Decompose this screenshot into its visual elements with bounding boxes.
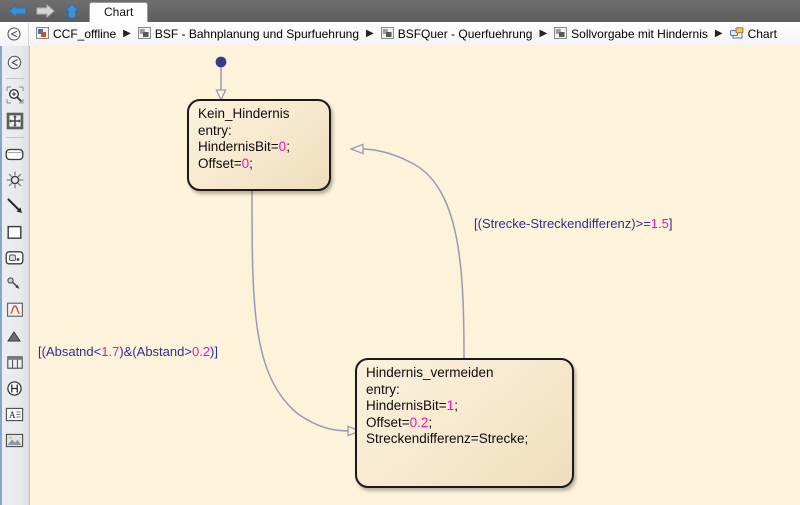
state-body-text: Kein_Hindernis entry: HindernisBit=0; Of…: [198, 106, 323, 172]
state-action-line: HindernisBit=1;: [366, 398, 566, 415]
state-action-line: HindernisBit=0;: [198, 139, 323, 156]
breadcrumb-separator: ▶: [714, 28, 723, 39]
chart-canvas[interactable]: Kein_Hindernis entry: HindernisBit=0; Of…: [30, 46, 800, 505]
tool-palette: A: [0, 46, 30, 505]
state-entry-keyword: entry:: [198, 122, 232, 138]
breadcrumb: CCF_offline ▶ BSF - Bahnplanung und Spur…: [0, 22, 800, 47]
breadcrumb-item-chart[interactable]: Chart: [729, 26, 777, 42]
state-hindernis-vermeiden[interactable]: Hindernis_vermeiden entry: HindernisBit=…: [355, 358, 574, 488]
up-arrow-icon[interactable]: [60, 2, 84, 20]
label-value: 1.7: [101, 344, 120, 359]
stateflow-chart-icon: [729, 26, 744, 42]
fit-to-view-icon[interactable]: [0, 108, 29, 134]
simulink-function-icon[interactable]: [0, 323, 29, 349]
graphical-function-icon[interactable]: [0, 271, 29, 297]
back-arrow-icon[interactable]: [6, 2, 30, 20]
action-value: 0: [278, 139, 287, 154]
palette-divider: [5, 78, 24, 79]
state-action-line: Offset=0;: [198, 156, 323, 173]
state-name-line: Kein_Hindernis: [198, 106, 290, 121]
state-action-line: Streckendifferenz=Strecke;: [366, 431, 529, 446]
action-terminator: ;: [428, 414, 433, 430]
palette-accent-bar: [0, 46, 2, 505]
breadcrumb-label: BSFQuer - Querfuehrung: [397, 27, 533, 41]
history-junction-icon[interactable]: [0, 375, 29, 401]
label-part: [(Absatnd<: [38, 344, 102, 359]
breadcrumb-label: Sollvorgabe mit Hindernis: [571, 27, 708, 41]
transition-arrowhead: [347, 425, 362, 437]
box-tool-icon[interactable]: [0, 219, 29, 245]
svg-text:A: A: [9, 410, 16, 420]
action-lhs: HindernisBit=: [198, 139, 279, 154]
state-tool-icon[interactable]: [0, 141, 29, 167]
state-entry-keyword: entry:: [366, 381, 400, 397]
breadcrumb-items: CCF_offline ▶ BSF - Bahnplanung und Spur…: [29, 26, 777, 42]
label-part: ]: [668, 216, 673, 231]
breadcrumb-item-bsfquer[interactable]: BSFQuer - Querfuehrung: [380, 26, 533, 42]
matlab-function-icon[interactable]: [0, 297, 29, 323]
tab-strip: Chart: [89, 0, 149, 22]
action-lhs: HindernisBit=: [366, 398, 447, 413]
action-value: 0: [241, 155, 250, 171]
transition-label-to-kein-hindernis[interactable]: [(Strecke-Streckendifferenz)>=1.5]: [474, 216, 673, 231]
junction-tool-icon[interactable]: [0, 167, 29, 193]
subsystem-icon: [137, 26, 151, 42]
simulink-model-icon: [36, 26, 49, 42]
transition-curve: [360, 148, 465, 359]
model-explorer-icon[interactable]: [0, 22, 29, 46]
label-part: )&(Abstand>: [119, 344, 192, 359]
transition-arrowhead: [349, 143, 364, 155]
action-value: 1: [446, 398, 455, 413]
subsystem-icon: [554, 26, 568, 42]
action-terminator: ;: [249, 155, 253, 171]
breadcrumb-label: BSF - Bahnplanung und Spurfuehrung: [154, 27, 359, 41]
window-tab-bar: Chart: [0, 0, 800, 23]
breadcrumb-separator: ▶: [539, 28, 548, 39]
annotation-icon[interactable]: A: [0, 401, 29, 427]
breadcrumb-label: Chart: [747, 27, 777, 41]
transition-to-kein-hindernis[interactable]: [349, 143, 465, 359]
default-transition-dot: [215, 56, 227, 68]
label-part: )]: [210, 344, 218, 359]
model-explorer-icon[interactable]: [0, 49, 29, 75]
image-icon[interactable]: [0, 427, 29, 453]
action-lhs: Offset=: [366, 414, 410, 430]
action-value: 0.2: [409, 414, 429, 430]
breadcrumb-separator: ▶: [123, 28, 131, 39]
state-name-line: Hindernis_vermeiden: [366, 365, 494, 380]
breadcrumb-item-sollvorgabe[interactable]: Sollvorgabe mit Hindernis: [554, 26, 708, 42]
navigation-buttons: [0, 2, 89, 22]
chart-graphics-layer: [215, 56, 465, 437]
truth-table-icon[interactable]: [0, 349, 29, 375]
forward-arrow-icon[interactable]: [33, 2, 57, 20]
default-transition[interactable]: [215, 56, 227, 102]
state-body-text: Hindernis_vermeiden entry: HindernisBit=…: [366, 365, 566, 448]
subsystem-icon: [380, 26, 394, 42]
breadcrumb-label: CCF_offline: [53, 27, 117, 41]
label-part: [(Strecke-Streckendifferenz)>=: [474, 216, 651, 231]
action-terminator: ;: [286, 139, 290, 154]
transition-curve: [251, 190, 351, 432]
action-terminator: ;: [454, 398, 458, 413]
palette-divider: [5, 137, 24, 138]
transition-to-hindernis-vermeiden[interactable]: [251, 190, 362, 437]
action-lhs: Offset=: [198, 155, 242, 171]
subchart-tool-icon[interactable]: [0, 245, 29, 271]
breadcrumb-item-bsf[interactable]: BSF - Bahnplanung und Spurfuehrung: [137, 26, 359, 42]
breadcrumb-item-ccf-offline[interactable]: CCF_offline: [36, 26, 117, 42]
transition-label-to-hindernis-vermeiden[interactable]: [(Absatnd<1.7)&(Abstand>0.2)]: [38, 344, 218, 359]
transition-tool-icon[interactable]: [0, 193, 29, 219]
label-value: 1.5: [650, 216, 669, 231]
tab-chart[interactable]: Chart: [89, 2, 149, 22]
default-transition-arrowhead: [215, 89, 227, 102]
state-action-line: Offset=0.2;: [366, 415, 566, 432]
state-kein-hindernis[interactable]: Kein_Hindernis entry: HindernisBit=0; Of…: [187, 99, 331, 191]
breadcrumb-separator: ▶: [366, 28, 374, 39]
label-value: 0.2: [191, 344, 211, 359]
zoom-in-icon[interactable]: [0, 82, 29, 108]
